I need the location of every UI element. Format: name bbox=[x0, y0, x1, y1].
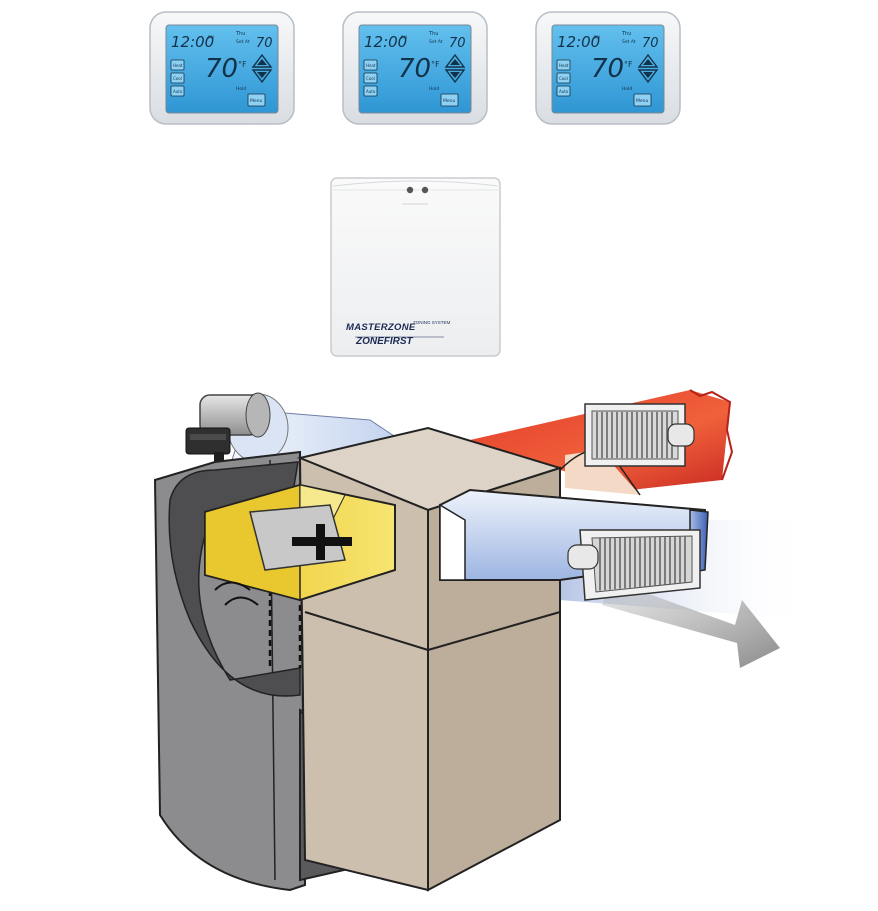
mode-button-label: Heat bbox=[366, 63, 376, 68]
set-temp-display: 70 bbox=[449, 36, 466, 51]
mode-button[interactable]: Heat bbox=[556, 59, 571, 71]
menu-button[interactable]: Menu bbox=[440, 93, 459, 107]
brand-masterzone: MASTERZONE bbox=[346, 322, 416, 333]
temp-unit: °F bbox=[624, 60, 633, 69]
mode-button-label: Auto bbox=[366, 89, 376, 94]
clock-display: 12:00 bbox=[364, 33, 407, 51]
clock-suffix: PM bbox=[208, 35, 214, 40]
mode-button[interactable]: Heat bbox=[170, 59, 185, 71]
mode-button-label: Cool bbox=[366, 76, 375, 81]
set-temp-display: 70 bbox=[256, 36, 273, 51]
mode-button-label: Cool bbox=[173, 76, 182, 81]
mode-button-label: Auto bbox=[173, 89, 183, 94]
temp-down-arrow-icon[interactable] bbox=[444, 69, 466, 84]
mode-button[interactable]: Cool bbox=[556, 72, 571, 84]
warm-register bbox=[584, 403, 695, 467]
temp-unit: °F bbox=[431, 60, 440, 69]
mode-button[interactable]: Heat bbox=[363, 59, 378, 71]
day-display: Thu bbox=[428, 31, 438, 37]
status-led-right bbox=[421, 186, 429, 194]
room-temp-display: 70 bbox=[205, 54, 238, 84]
menu-button-label: Menu bbox=[250, 98, 263, 104]
set-at-label: Set At bbox=[236, 39, 250, 45]
temp-down-arrow-icon[interactable] bbox=[251, 69, 273, 84]
hold-label: Hold bbox=[429, 86, 439, 92]
clock-suffix: PM bbox=[594, 35, 600, 40]
mode-button-label: Heat bbox=[173, 63, 183, 68]
status-led-left bbox=[406, 186, 414, 194]
clock-display: 12:00 bbox=[557, 33, 600, 51]
temp-down-arrow-icon[interactable] bbox=[637, 69, 659, 84]
brand-zonefirst: ZONEFIRST bbox=[355, 336, 414, 347]
temp-up-arrow-icon[interactable] bbox=[637, 53, 659, 68]
warm-supply-duct bbox=[470, 389, 734, 496]
zone-control-panel: MASTERZONE ZONING SYSTEM ZONEFIRST bbox=[330, 177, 501, 357]
mode-button-label: Cool bbox=[559, 76, 568, 81]
menu-button[interactable]: Menu bbox=[633, 93, 652, 107]
set-temp-display: 70 bbox=[642, 36, 659, 51]
mode-button[interactable]: Cool bbox=[363, 72, 378, 84]
clock-suffix: PM bbox=[401, 35, 407, 40]
hold-label: Hold bbox=[622, 86, 632, 92]
hold-label: Hold bbox=[236, 86, 246, 92]
cool-register bbox=[567, 529, 701, 601]
day-display: Thu bbox=[621, 31, 631, 37]
set-at-label: Set At bbox=[429, 39, 443, 45]
mode-button[interactable]: Cool bbox=[170, 72, 185, 84]
clock-display: 12:00 bbox=[171, 33, 214, 51]
heat-exchanger-section bbox=[204, 483, 396, 606]
mode-button-label: Auto bbox=[559, 89, 569, 94]
mode-button[interactable]: Auto bbox=[170, 85, 185, 97]
mode-button[interactable]: Auto bbox=[363, 85, 378, 97]
damper-actuator bbox=[185, 427, 231, 462]
menu-button[interactable]: Menu bbox=[247, 93, 266, 107]
temp-up-arrow-icon[interactable] bbox=[444, 53, 466, 68]
set-at-label: Set At bbox=[622, 39, 636, 45]
cool-supply-duct bbox=[439, 488, 709, 601]
temp-unit: °F bbox=[238, 60, 247, 69]
mode-button[interactable]: Auto bbox=[556, 85, 571, 97]
menu-button-label: Menu bbox=[636, 98, 649, 104]
brand-zoning-system: ZONING SYSTEM bbox=[413, 320, 451, 325]
menu-button-label: Menu bbox=[443, 98, 456, 104]
day-display: Thu bbox=[235, 31, 245, 37]
room-temp-display: 70 bbox=[398, 54, 431, 84]
room-temp-display: 70 bbox=[591, 54, 624, 84]
temp-up-arrow-icon[interactable] bbox=[251, 53, 273, 68]
mode-button-label: Heat bbox=[559, 63, 569, 68]
